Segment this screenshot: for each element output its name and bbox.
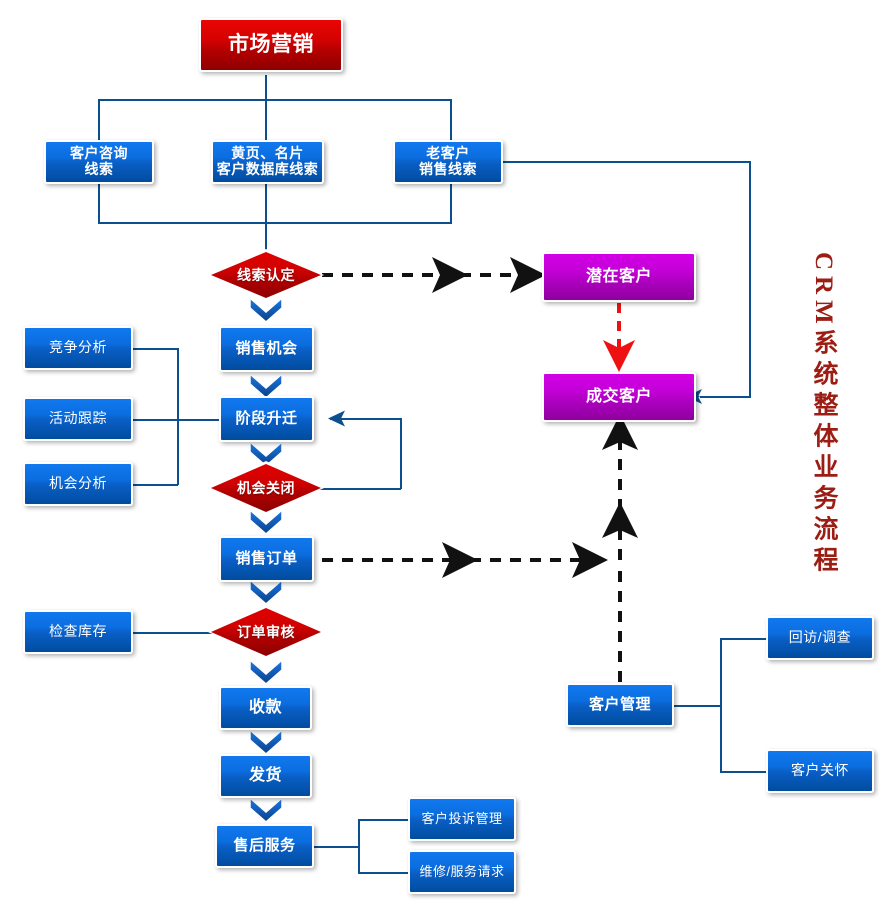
connector-inventory-to-review xyxy=(133,632,218,634)
title-chinese: 系统整体业务流程 xyxy=(810,329,837,578)
connector-competitor-right xyxy=(133,348,178,350)
connector-to-complaint xyxy=(358,819,408,821)
connector-aftersales-bus xyxy=(358,819,360,874)
node-shipping[interactable]: 发货 xyxy=(219,754,312,798)
node-lead-database[interactable]: 黄页、名片 客户数据库线索 xyxy=(211,140,324,184)
connector-aftersales-right xyxy=(314,846,359,848)
node-sales-order[interactable]: 销售订单 xyxy=(219,536,314,582)
node-sales-opportunity[interactable]: 销售机会 xyxy=(219,326,314,372)
connector-custmgmt-bus xyxy=(720,638,722,773)
connector-bus-right-down xyxy=(450,99,452,141)
connector-oldlead-down xyxy=(749,161,751,397)
node-lead-qualify[interactable]: 线索认定 xyxy=(208,249,324,301)
node-receive-payment[interactable]: 收款 xyxy=(219,686,312,730)
node-lead-oldcustomer[interactable]: 老客户 销售线索 xyxy=(393,140,503,184)
connector-oldlead-right xyxy=(503,161,751,163)
chevron-opportunity-to-stage xyxy=(249,372,283,399)
node-potential-customer[interactable]: 潜在客户 xyxy=(542,252,696,302)
chevron-shipping-to-aftersales xyxy=(249,796,283,823)
connector-close-loop-up xyxy=(400,418,402,489)
node-after-sales[interactable]: 售后服务 xyxy=(215,824,314,868)
node-closed-customer[interactable]: 成交客户 xyxy=(542,372,696,422)
node-check-inventory[interactable]: 检查库存 xyxy=(23,610,133,654)
connector-close-loop-right xyxy=(311,488,401,490)
node-revisit-survey[interactable]: 回访/调查 xyxy=(766,616,874,660)
node-order-review[interactable]: 订单审核 xyxy=(208,605,324,659)
connector-oppanalysis-right xyxy=(133,484,178,486)
chevron-order-to-review xyxy=(249,578,283,605)
connector-to-care xyxy=(720,771,766,773)
node-repair-request[interactable]: 维修/服务请求 xyxy=(408,850,516,894)
connector-bus-mid-down xyxy=(265,99,267,141)
connector-custmgmt-right xyxy=(674,705,722,707)
connector-top-bus xyxy=(98,99,452,101)
node-marketing[interactable]: 市场营销 xyxy=(199,18,343,72)
node-opportunity-close[interactable]: 机会关闭 xyxy=(208,461,324,515)
connector-marketing-down xyxy=(265,75,267,100)
node-label: 机会关闭 xyxy=(237,480,295,496)
connector-bus-left-down xyxy=(98,99,100,141)
node-customer-management[interactable]: 客户管理 xyxy=(566,683,674,727)
connector-into-closed xyxy=(700,396,751,398)
connector-left-lead-down xyxy=(98,184,100,223)
connector-merge-bus xyxy=(98,222,452,224)
connector-close-loop-in xyxy=(330,418,401,420)
node-activity-tracking[interactable]: 活动跟踪 xyxy=(23,397,133,441)
title-latin: CRM xyxy=(810,252,837,330)
connector-side-bus xyxy=(177,348,179,485)
node-label: 线索认定 xyxy=(237,267,295,283)
node-label: 订单审核 xyxy=(237,624,295,640)
node-customer-care[interactable]: 客户关怀 xyxy=(766,749,874,793)
node-opportunity-analysis[interactable]: 机会分析 xyxy=(23,462,133,506)
connector-to-repair xyxy=(358,872,408,874)
node-lead-inquiry[interactable]: 客户咨询 线索 xyxy=(44,140,154,184)
dashed-order-to-closed xyxy=(322,414,638,578)
chevron-qualify-to-opportunity xyxy=(249,296,283,323)
connector-to-revisit xyxy=(720,638,766,640)
connector-mid-lead-down xyxy=(265,184,267,223)
node-stage-advance[interactable]: 阶段升迁 xyxy=(219,396,314,442)
diagram-title-vertical: CRM系统整体业务流程 xyxy=(805,252,844,578)
connector-merge-to-qualify xyxy=(265,222,267,250)
node-competitor-analysis[interactable]: 竞争分析 xyxy=(23,326,133,370)
connector-right-lead-down xyxy=(450,184,452,223)
chevron-review-to-payment xyxy=(249,658,283,685)
node-complaint-management[interactable]: 客户投诉管理 xyxy=(408,797,516,841)
chevron-payment-to-shipping xyxy=(249,728,283,755)
